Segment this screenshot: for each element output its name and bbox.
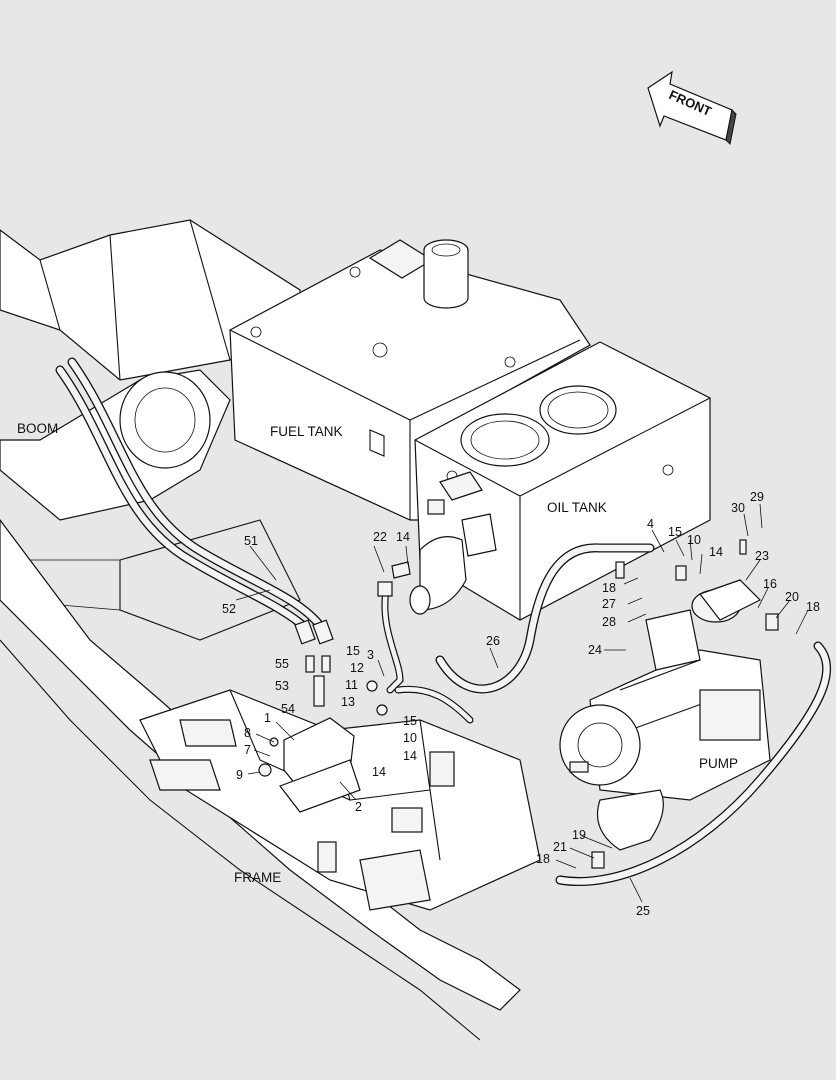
label-oil-tank: OIL TANK xyxy=(547,500,607,515)
front-direction-arrow: FRONT xyxy=(647,70,737,146)
callout-14c: 14 xyxy=(403,749,417,763)
label-boom: BOOM xyxy=(17,421,58,436)
callout-13: 13 xyxy=(341,695,355,709)
callout-10b: 10 xyxy=(403,731,417,745)
callout-2: 2 xyxy=(355,800,362,814)
pump-assembly xyxy=(559,579,771,851)
return-hoses xyxy=(381,543,655,724)
callout-30: 30 xyxy=(731,501,745,515)
callout-27: 27 xyxy=(602,597,616,611)
callout-9: 9 xyxy=(236,768,243,782)
callout-16: 16 xyxy=(763,577,777,591)
callout-11: 11 xyxy=(345,678,358,692)
label-fuel-tank: FUEL TANK xyxy=(270,424,343,439)
callout-26: 26 xyxy=(486,634,500,648)
callout-18b: 18 xyxy=(806,600,820,614)
callout-14d: 14 xyxy=(372,765,386,779)
callout-14b: 14 xyxy=(709,545,723,559)
callout-28: 28 xyxy=(602,615,616,629)
frame-structure xyxy=(0,519,541,1041)
callout-8: 8 xyxy=(244,726,251,740)
fuel-tank xyxy=(229,239,591,521)
callout-55: 55 xyxy=(275,657,289,671)
leader-lines xyxy=(235,503,809,903)
callout-15b: 15 xyxy=(346,644,360,658)
callout-4: 4 xyxy=(647,517,654,531)
callout-53: 53 xyxy=(275,679,289,693)
callout-10a: 10 xyxy=(687,533,701,547)
callout-54: 54 xyxy=(281,702,295,716)
label-frame: FRAME xyxy=(234,870,281,885)
callout-25: 25 xyxy=(636,904,650,918)
hose-25 xyxy=(555,641,832,886)
callout-23: 23 xyxy=(755,549,769,563)
callout-19: 19 xyxy=(572,828,586,842)
callout-3: 3 xyxy=(367,648,374,662)
callout-52: 52 xyxy=(222,602,236,616)
fittings xyxy=(366,539,779,869)
callout-22: 22 xyxy=(373,530,387,544)
callout-1: 1 xyxy=(264,711,271,725)
part-callouts: 51 52 22 14 4 15 10 14 18 27 28 26 24 29… xyxy=(222,490,820,918)
callout-12: 12 xyxy=(350,661,364,675)
callout-18a: 18 xyxy=(602,581,616,595)
callout-7: 7 xyxy=(244,743,251,757)
region-labels: BOOM FUEL TANK OIL TANK PUMP FRAME xyxy=(17,421,738,885)
callout-18c: 18 xyxy=(536,852,550,866)
callout-15a: 15 xyxy=(668,525,682,539)
boom-hoses-51-52 xyxy=(55,357,334,645)
callout-51: 51 xyxy=(244,534,258,548)
callout-24: 24 xyxy=(588,643,602,657)
callout-21: 21 xyxy=(553,840,567,854)
callout-14a: 14 xyxy=(396,530,410,544)
callout-20: 20 xyxy=(785,590,799,604)
callout-29: 29 xyxy=(750,490,764,504)
callout-15c: 15 xyxy=(403,714,417,728)
valve-block xyxy=(258,655,361,813)
label-pump: PUMP xyxy=(699,756,738,771)
